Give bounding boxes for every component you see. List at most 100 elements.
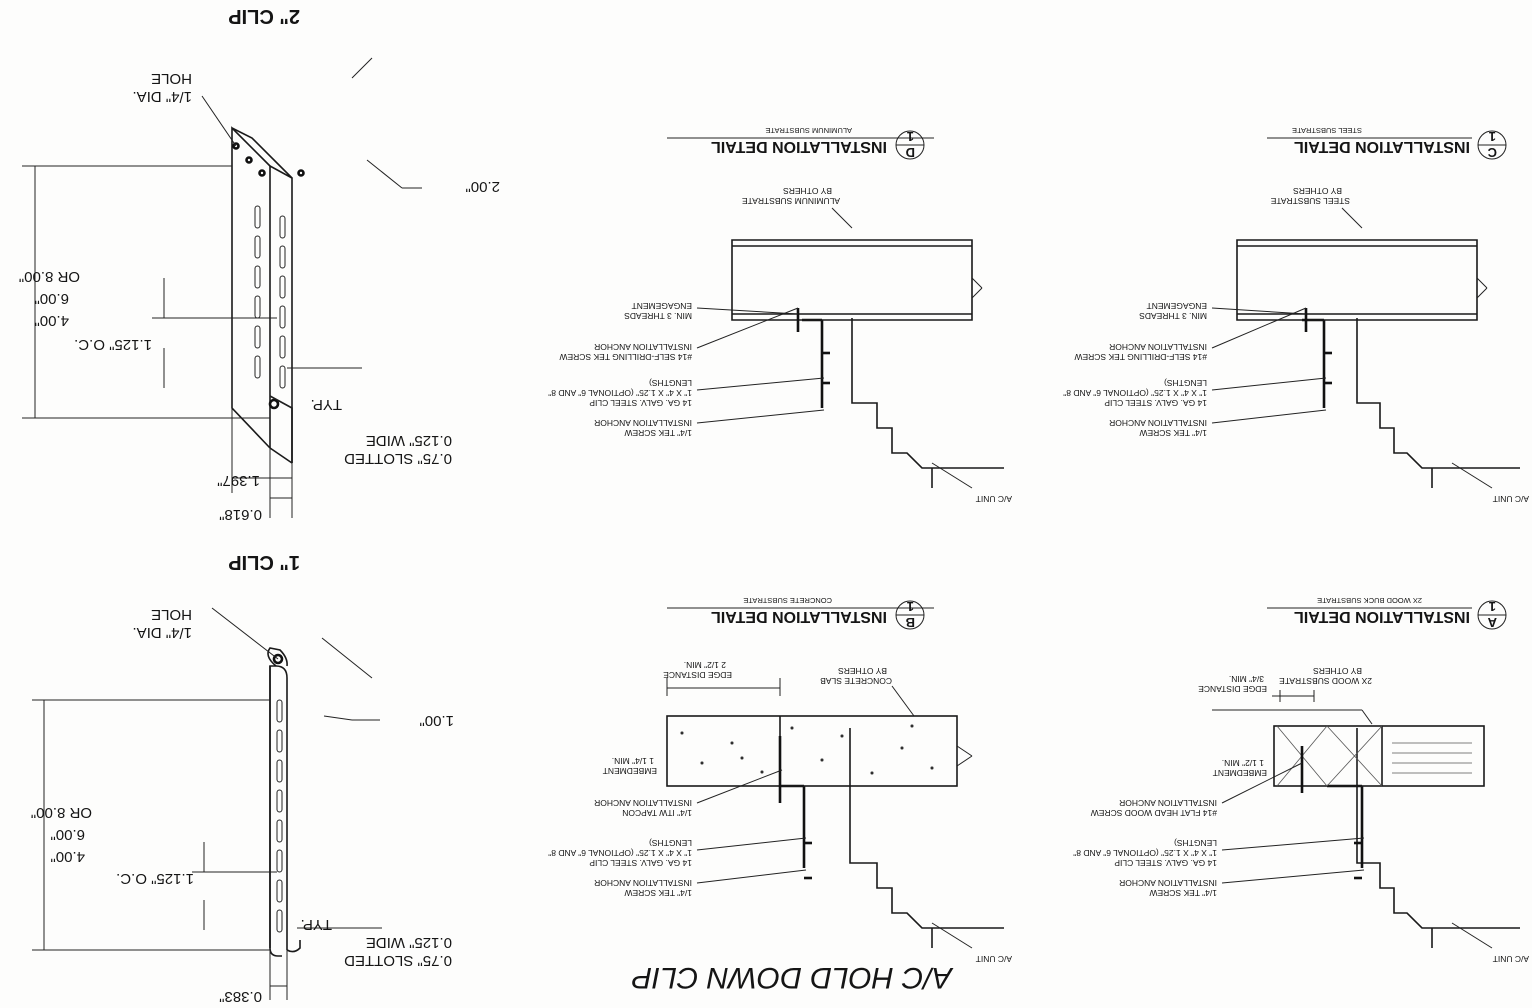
clip-2-hole-line1: 1/4" DIA. [132, 88, 192, 105]
detail-d-unit: A/C UNIT [976, 494, 1012, 504]
detail-a-number: 1 [1489, 599, 1496, 614]
detail-d-clip-1: 14 GA. GALV. STEEL CLIP [589, 398, 692, 408]
detail-b-embed-2: 1 1/4" MIN. [612, 756, 654, 766]
clip-2-height-4: 4.00" [34, 312, 69, 329]
clip-2-slot-line1: 0.75" SLOTTED [344, 450, 452, 467]
detail-d-engage-1: MIN. 3 THREADS [624, 311, 692, 321]
detail-a-substrate-2: BY OTHERS [1313, 666, 1362, 676]
detail-a-screw-1: 1/4" TEK SCREW [1149, 888, 1217, 898]
detail-a-edge-1: EDGE DISTANCE [1198, 684, 1267, 694]
detail-c-clip-1: 14 GA. GALV. STEEL CLIP [1104, 398, 1207, 408]
detail-b-edge-2: 2 1/2" MIN. [684, 660, 726, 670]
detail-d-screw-1: 1/4" TEK SCREW [624, 428, 692, 438]
detail-d-clip-2: 1" X 4" X 1.25" (OPTIONAL 6" AND 8" [548, 388, 692, 398]
detail-d-letter: D [906, 145, 915, 160]
detail-c-clip-2: 1" X 4" X 1.25" (OPTIONAL 6" AND 8" [1063, 388, 1207, 398]
detail-c-engage-2: ENGAGEMENT [1147, 301, 1207, 311]
clip-1-slots [276, 699, 283, 933]
clip-1-hole-line2: HOLE [151, 606, 192, 623]
detail-b-aggregate [680, 724, 934, 775]
clip-2-inch: 2" CLIP 1/4" DIA. HOLE 2.00" 4.00" 6.00"… [19, 5, 500, 523]
clip-2-height-6: 6.00" [34, 290, 69, 307]
detail-a-clip-3: LENGTHS) [1174, 838, 1217, 848]
sheet-title: A/C HOLD DOWN CLIP [632, 961, 954, 994]
detail-a-substrate-1: 2X WOOD SUBSTRATE [1279, 676, 1372, 686]
clip-1-slot-line3: TYP. [301, 916, 332, 933]
clip-1-height-8: OR 8.00" [31, 804, 92, 821]
clip-2-offset-inner: 0.618" [219, 506, 262, 523]
detail-d-screw-2: INSTALLATION ANCHOR [594, 418, 692, 428]
detail-b-unit: A/C UNIT [976, 954, 1012, 964]
clip-1-slot-line2: 0.125" WIDE [366, 934, 452, 951]
clip-1-offset: 0.383" [219, 988, 262, 1005]
detail-a-unit: A/C UNIT [1493, 954, 1529, 964]
detail-c-screw-2: INSTALLATION ANCHOR [1109, 418, 1207, 428]
detail-b-edge-1: EDGE DISTANCE [663, 670, 732, 680]
detail-d-anchor-2: INSTALLATION ANCHOR [594, 342, 692, 352]
clip-1-height-6: 6.00" [50, 826, 85, 843]
detail-c-subtitle: STEEL SUBSTRATE [1292, 126, 1362, 135]
detail-a-embed-2: 1 1/2" MIN. [1222, 758, 1264, 768]
clip-1-height-4: 4.00" [50, 848, 85, 865]
clip-2-offset-outer: 1.397" [217, 472, 260, 489]
detail-d-substrate-2: BY OTHERS [783, 186, 832, 196]
detail-c-letter: C [1487, 145, 1497, 160]
clip-2-title: 2" CLIP [228, 5, 300, 27]
detail-c-title: INSTALLATION DETAIL [1294, 138, 1470, 155]
detail-d-substrate-1: ALUMINUM SUBSTRATE [742, 196, 840, 206]
detail-d-engage-2: ENGAGEMENT [632, 301, 692, 311]
detail-b-substrate-1: CONCRETE SLAB [820, 676, 892, 686]
detail-c-number: 1 [1489, 129, 1496, 144]
detail-d: A/C UNIT 1/4" TEK SCREW INSTALLATION ANC… [548, 126, 1012, 504]
detail-c-anchor-2: INSTALLATION ANCHOR [1109, 342, 1207, 352]
clip-2-height-8: OR 8.00" [19, 268, 80, 285]
detail-a-clip-2: 1" X 4" X 1.25" (OPTIONAL 6" AND 8" [1073, 848, 1217, 858]
detail-b-clip-2: 1" X 4" X 1.25" (OPTIONAL 6" AND 8" [548, 848, 692, 858]
detail-a-clip-1: 14 GA. GALV. STEEL CLIP [1114, 858, 1217, 868]
clip-2-spacing: 1.125" O.C. [74, 336, 152, 353]
detail-c-substrate-1: STEEL SUBSTRATE [1270, 196, 1350, 206]
detail-a-anchor-2: INSTALLATION ANCHOR [1119, 798, 1217, 808]
detail-b-subtitle: CONCRETE SUBSTRATE [743, 596, 832, 605]
clip-1-inch: 1" CLIP 1/4" DIA. HOLE 1.00" 4.00" 6.00"… [31, 551, 454, 1005]
detail-d-title: INSTALLATION DETAIL [711, 138, 887, 155]
clip-1-hole-line1: 1/4" DIA. [132, 624, 192, 641]
detail-c-engage-1: MIN. 3 THREADS [1139, 311, 1207, 321]
detail-b-screw-2: INSTALLATION ANCHOR [594, 878, 692, 888]
clip-1-title: 1" CLIP [228, 551, 300, 573]
clip-1-spacing: 1.125" O.C. [116, 870, 194, 887]
detail-c-clip-3: LENGTHS) [1164, 378, 1207, 388]
detail-d-clip-3: LENGTHS) [649, 378, 692, 388]
detail-b-anchor-2: INSTALLATION ANCHOR [594, 798, 692, 808]
detail-b-screw-1: 1/4" TEK SCREW [624, 888, 692, 898]
detail-d-anchor-1: #14 SELF-DRILLING TEK SCREW [559, 352, 692, 362]
detail-c-substrate-2: BY OTHERS [1293, 186, 1342, 196]
detail-a-embed-1: EMBEDMENT [1213, 768, 1267, 778]
detail-c-screw-1: 1/4" TEK SCREW [1139, 428, 1207, 438]
detail-a: A/C UNIT 1/4" TEK SCREW INSTALLATION ANC… [1073, 596, 1529, 964]
detail-b-letter: B [906, 615, 915, 630]
detail-a-screw-2: INSTALLATION ANCHOR [1119, 878, 1217, 888]
detail-c: A/C UNIT 1/4" TEK SCREW INSTALLATION ANC… [1063, 126, 1529, 504]
detail-d-number: 1 [907, 129, 914, 144]
detail-d-subtitle: ALUMINUM SUBSTRATE [765, 126, 852, 135]
clip-2-slot-line2: 0.125" WIDE [366, 432, 452, 449]
detail-b-clip-1: 14 GA. GALV. STEEL CLIP [589, 858, 692, 868]
clip-2-hole-line2: HOLE [151, 70, 192, 87]
clip-1-slot-line1: 0.75" SLOTTED [344, 952, 452, 969]
detail-b-number: 1 [907, 599, 914, 614]
clip-2-slot-line3: TYP. [311, 396, 342, 413]
detail-b: A/C UNIT 1/4" TEK SCREW INSTALLATION ANC… [548, 596, 1012, 964]
detail-c-unit: A/C UNIT [1493, 494, 1529, 504]
detail-b-embed-1: EMBEDMENT [603, 766, 657, 776]
detail-a-title: INSTALLATION DETAIL [1294, 608, 1470, 625]
detail-b-clip-3: LENGTHS) [649, 838, 692, 848]
detail-b-anchor-1: 1/4" ITW TAPCON [622, 808, 692, 818]
clip-2-flange-dim: 2.00" [465, 178, 500, 195]
detail-b-substrate-2: BY OTHERS [838, 666, 887, 676]
detail-a-edge-2: 3/4" MIN. [1229, 674, 1264, 684]
detail-a-anchor-1: #14 FLAT HEAD WOOD SCREW [1091, 808, 1217, 818]
detail-c-anchor-1: #14 SELF-DRILLING TEK SCREW [1074, 352, 1207, 362]
